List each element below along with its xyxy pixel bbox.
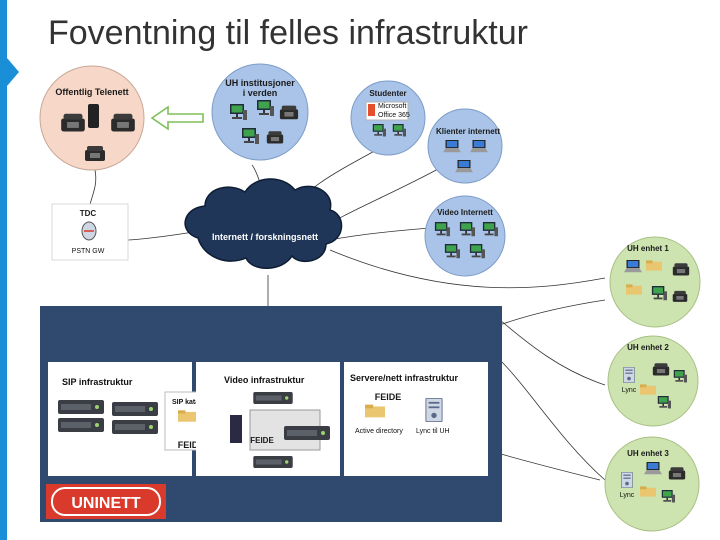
uh-enhet-1-node: UH enhet 1 [609,236,701,328]
server-icon [621,472,633,488]
office365-logo [365,101,409,121]
server-rack-icon [58,400,104,414]
laptop-icon [443,140,461,153]
internet-cloud: Internett / forskningsnett [184,178,343,269]
uh1-label: UH enhet 1 [627,244,669,253]
line-uh2-panel [499,319,606,386]
laptop-icon [644,462,662,475]
uh2-label: UH enhet 2 [627,343,669,352]
servere-title: Servere/nett infrastruktur [350,373,459,383]
lync-label: Lync [622,387,637,394]
phone-icon [111,113,135,132]
offentlig-telenett-node: Offentlig Telenett [39,65,145,171]
sip-title: SIP infrastruktur [62,377,133,387]
lync-label: Lync [620,492,635,499]
phone-icon [668,467,686,480]
phone-icon [266,131,284,144]
uh-enhet-2-node: UH enhet 2 Lync [607,335,699,427]
accent-triangle [7,58,19,86]
active-directory-label: Active directory [355,428,403,435]
tdc-label: TDC [80,209,97,218]
line-video-cloud [329,227,431,241]
folder-icon [640,384,656,395]
phone-icon [652,363,670,376]
infrastructure-panel: SIP infrastruktur SIP katalog FEIDE Vide… [40,306,502,522]
line-uh1-cloud-a [329,249,606,289]
uh-verden-label: i verden [243,88,278,98]
line-uh3-panel [499,359,606,481]
feide-logo: FEIDE [250,436,274,445]
line-offentlig-tdc [89,169,97,206]
folder-icon [626,284,642,295]
connection-lines [89,147,606,481]
server-rack-icon [284,426,330,440]
folder-icon [640,486,656,497]
studenter-node: Studenter Microsoft Office 365 [350,80,426,156]
video-internett-node: Video Internett [424,195,506,277]
uh-verden-label: UH institusjoner [225,78,295,88]
uh-verden-node: UH institusjoner i verden [211,63,309,161]
uninett-logo: UNINETT [46,484,166,519]
server-tower-icon [230,415,242,443]
pstn-label: PSTN GW [72,248,105,255]
laptop-icon [455,160,473,173]
sip-katalog-label: SIP katalog [172,399,210,406]
laptop-icon [470,140,488,153]
slide-title: Foventning til felles infrastruktur [48,14,528,52]
folder-icon [178,410,196,422]
accent-bar [0,0,7,540]
cloud-label: Internett / forskningsnett [212,232,318,242]
server-rack-icon [112,402,158,416]
office-brand: Microsoft [378,103,406,110]
feide-logo: FEIDE [178,440,205,450]
folder-icon [365,404,385,418]
servere-box [344,362,488,476]
uninett-text: UNINETT [71,495,141,512]
folder-icon [646,260,662,271]
video-title: Video infrastruktur [224,375,305,385]
klienter-label: Klienter internett [436,127,500,136]
phone-icon [61,113,85,132]
office-icon [368,104,375,116]
phone-icon [672,290,688,302]
phone-icon [279,105,299,120]
laptop-icon [624,260,642,273]
server-rack-icon [253,456,293,468]
lync-uh-label: Lync til UH [416,428,450,435]
mobile-phone-icon [88,104,99,128]
feide-logo: FEIDE [375,392,402,402]
uh-enhet-3-node: UH enhet 3 Lync [604,436,700,532]
server-rack-icon [253,392,293,404]
klienter-internett-node: Klienter internett [427,108,503,184]
line-uhverden-cloud [251,164,261,183]
arrow-left-icon [150,105,204,131]
video-internett-label: Video Internett [437,208,493,217]
phone-icon [85,146,105,161]
server-rack-icon [112,420,158,434]
offentlig-label: Offentlig Telenett [55,87,128,97]
server-rack-icon [58,418,104,432]
studenter-label: Studenter [369,89,406,98]
uh3-label: UH enhet 3 [627,449,669,458]
office-name: Office 365 [378,112,410,119]
server-icon [623,367,635,383]
phone-icon [672,263,690,276]
server-icon [425,398,443,422]
tdc-node: TDC PSTN GW [51,203,129,261]
